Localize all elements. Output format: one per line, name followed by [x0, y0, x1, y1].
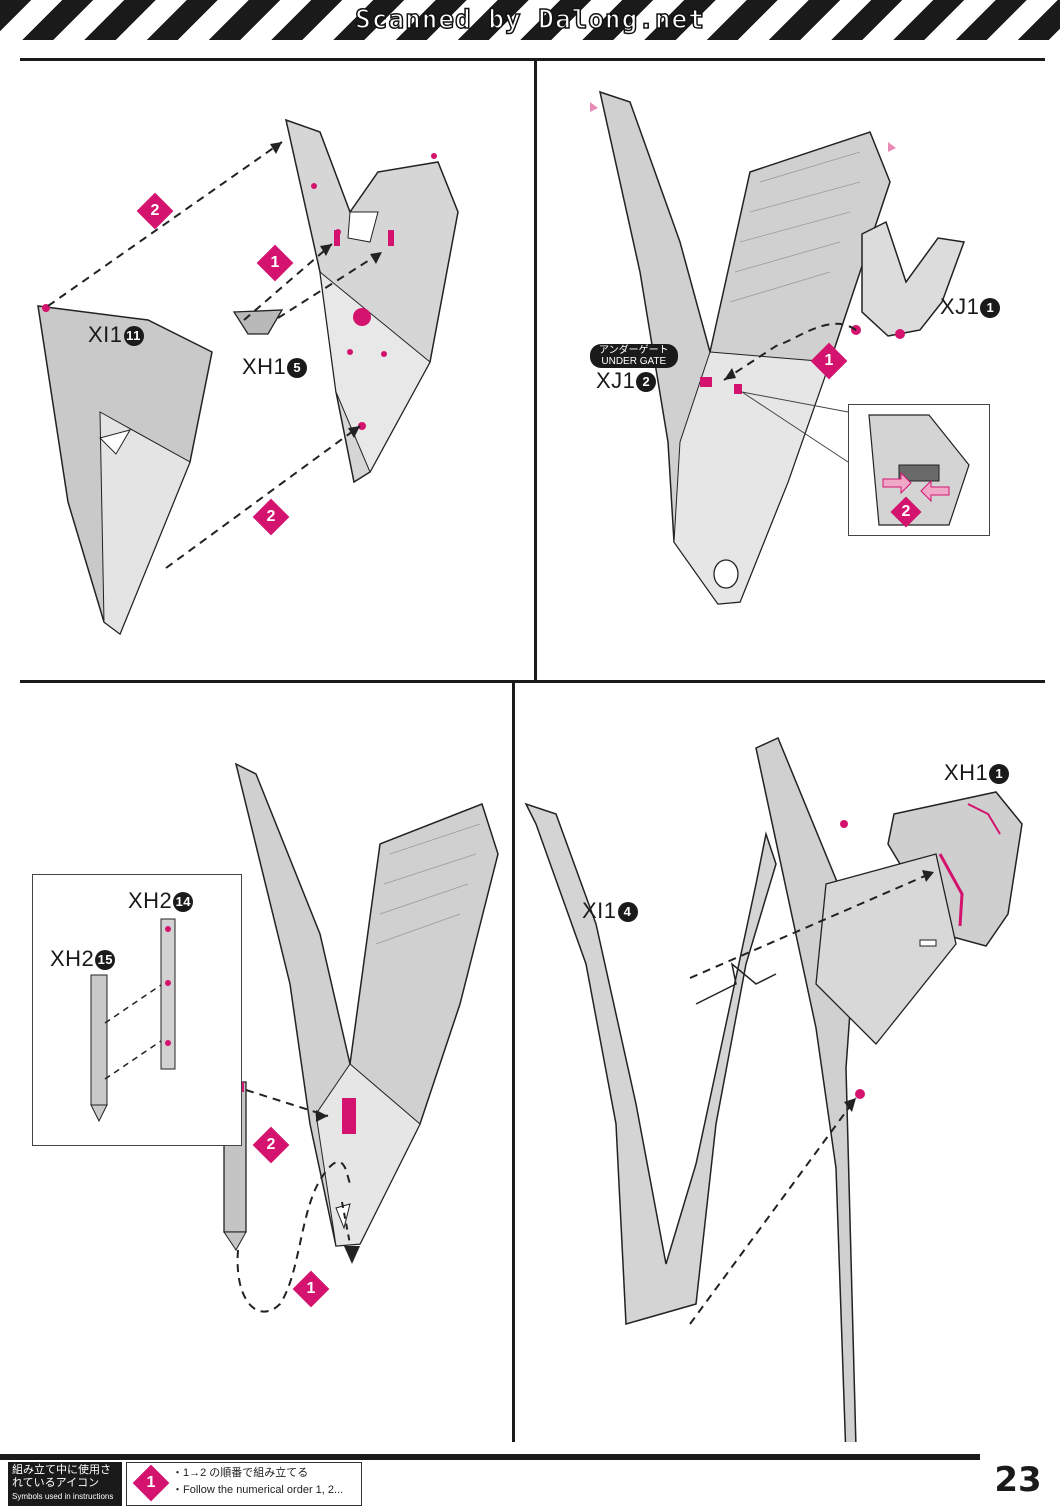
legend-step-badge: 1 [132, 1464, 170, 1502]
part-xi1-4 [524, 802, 777, 1325]
legend-line-en: ・Follow the numerical order 1, 2... [172, 1484, 344, 1496]
horizontal-divider [20, 680, 1045, 683]
part-side-frame [755, 736, 857, 1442]
vertical-divider-top [534, 58, 537, 680]
scan-watermark: Scanned by Dalong.net [354, 4, 705, 36]
panel-bottom-right-drawing [524, 736, 1023, 1442]
part-xh2-14 [160, 918, 176, 1070]
step-badge-1-tube: 1 [292, 1270, 330, 1308]
part-xh1-5 [232, 309, 284, 335]
part-xh2-15 [90, 974, 108, 1106]
legend-text: ・1→2 の順番で組み立てる ・Follow the numerical ord… [172, 1465, 343, 1499]
legend-line-jp: ・1→2 の順番で組み立てる [172, 1467, 309, 1479]
part-xh1-1 [887, 791, 1023, 947]
step-badge-1-clip: 1 [810, 342, 848, 380]
part-wing-frame-lower [234, 762, 499, 1247]
step-badge-2-tube: 2 [252, 1126, 290, 1164]
part-xi1-11-face [99, 411, 191, 635]
top-border [20, 58, 1045, 61]
step-badge-2-lower: 2 [252, 498, 290, 536]
step-badge-2-inset: 2 [890, 496, 922, 528]
step-badge-1: 1 [256, 244, 294, 282]
hazard-stripe-bar [0, 0, 1060, 40]
part-xi1-11-hole [99, 429, 132, 455]
part-xj1-1 [861, 220, 966, 337]
vertical-divider-bottom [512, 680, 515, 1442]
panel-top-left-drawing [37, 118, 459, 636]
legend-box [126, 1462, 362, 1506]
step-badge-2: 2 [136, 192, 174, 230]
footer-rule [0, 1454, 980, 1460]
detail-inset: 2 [848, 404, 990, 536]
page-number: 23 [994, 1460, 1042, 1500]
inset-drawing [868, 414, 970, 526]
xh2-callout-box [32, 874, 242, 1146]
xh2-callout-drawing [90, 918, 176, 1123]
legend-title: 組み立て中に使用されているアイコン Symbols used in instru… [8, 1462, 122, 1506]
